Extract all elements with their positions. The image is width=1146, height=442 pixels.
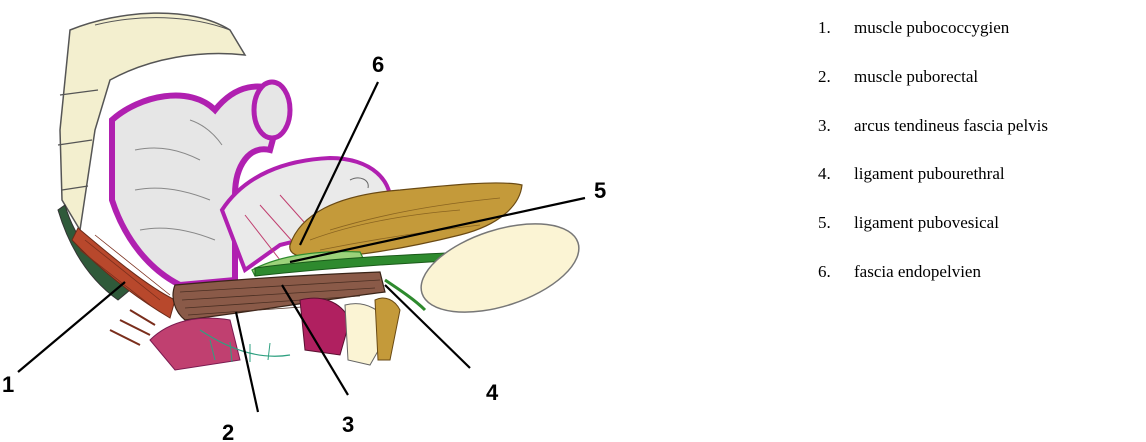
legend-number: 1. xyxy=(818,18,854,38)
legend-label: ligament pubourethral xyxy=(854,164,1005,184)
legend-label: muscle puborectal xyxy=(854,67,978,87)
legend-number: 5. xyxy=(818,213,854,233)
legend-number: 6. xyxy=(818,262,854,282)
legend-item: 5. ligament pubovesical xyxy=(818,213,1138,262)
legend-list: 1. muscle pubococcygien 2. muscle pubore… xyxy=(818,18,1138,311)
legend-label: ligament pubovesical xyxy=(854,213,999,233)
legend-item: 3. arcus tendineus fascia pelvis xyxy=(818,116,1138,165)
callout-2-number: 2 xyxy=(222,420,234,442)
legend-number: 3. xyxy=(818,116,854,136)
callout-1-line xyxy=(18,282,125,372)
callout-4-number: 4 xyxy=(486,380,499,405)
callout-3-number: 3 xyxy=(342,412,354,437)
legend-label: arcus tendineus fascia pelvis xyxy=(854,116,1048,136)
legend-label: fascia endopelvien xyxy=(854,262,981,282)
legend-number: 4. xyxy=(818,164,854,184)
legend-item: 4. ligament pubourethral xyxy=(818,164,1138,213)
callout-6-number: 6 xyxy=(372,52,384,77)
legend-item: 1. muscle pubococcygien xyxy=(818,18,1138,67)
callout-5-number: 5 xyxy=(594,178,606,203)
legend-number: 2. xyxy=(818,67,854,87)
callout-1-number: 1 xyxy=(2,372,14,397)
legend-label: muscle pubococcygien xyxy=(854,18,1009,38)
legend-item: 2. muscle puborectal xyxy=(818,67,1138,116)
legend-item: 6. fascia endopelvien xyxy=(818,262,1138,311)
callout-2-line xyxy=(236,312,258,412)
